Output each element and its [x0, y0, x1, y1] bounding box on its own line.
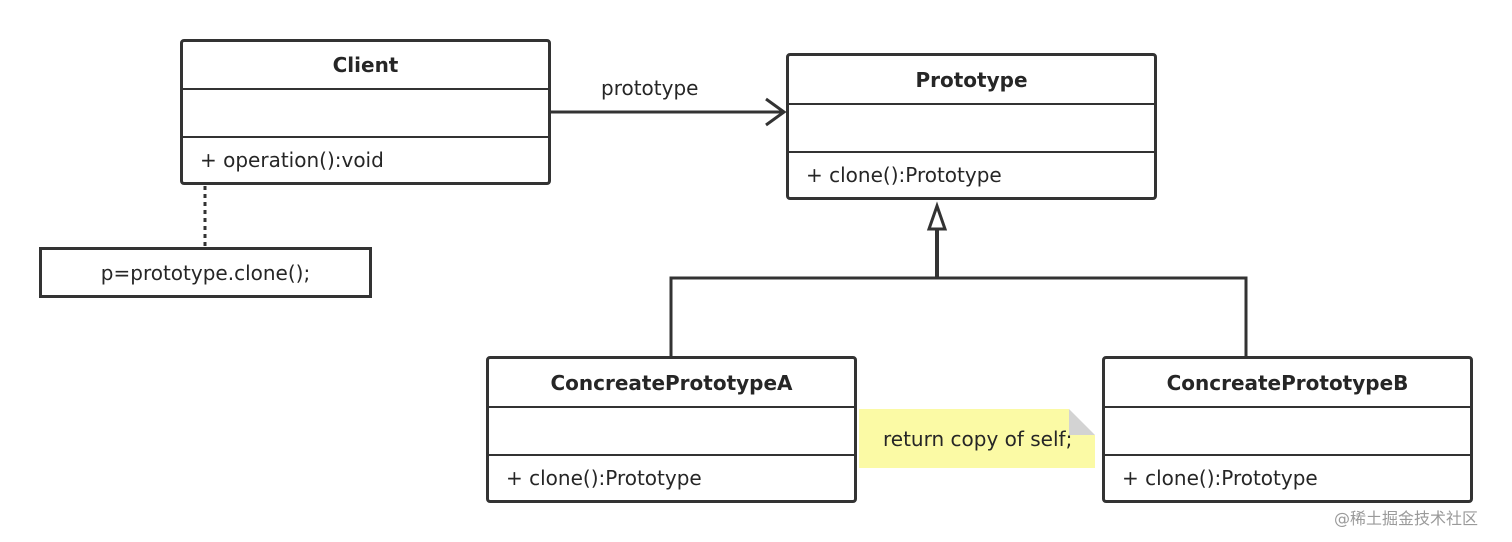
concrete-a-class-name: ConcreatePrototypeA [489, 359, 854, 408]
association-arrowhead [765, 97, 787, 127]
concrete-b-operation: + clone():Prototype [1122, 466, 1318, 490]
sticky-note-text: return copy of self; [883, 426, 1073, 451]
client-code-note: p=prototype.clone(); [39, 247, 372, 298]
client-operation: + operation():void [200, 148, 384, 172]
prototype-class-name: Prototype [789, 56, 1154, 105]
concrete-a-operation: + clone():Prototype [506, 466, 702, 490]
concrete-b-attributes [1105, 408, 1470, 456]
prototype-class[interactable]: Prototype + clone():Prototype [786, 53, 1157, 200]
concrete-prototype-a-class[interactable]: ConcreatePrototypeA + clone():Prototype [486, 356, 857, 503]
client-class[interactable]: Client + operation():void [180, 39, 551, 185]
association-label: prototype [601, 76, 699, 100]
prototype-operation: + clone():Prototype [806, 163, 1002, 187]
concrete-b-class-name: ConcreatePrototypeB [1105, 359, 1470, 408]
client-class-name: Client [183, 42, 548, 90]
sticky-note-fold [1069, 409, 1095, 435]
inheritance-triangle [926, 201, 948, 231]
concrete-prototype-b-class[interactable]: ConcreatePrototypeB + clone():Prototype [1102, 356, 1473, 503]
client-attributes [183, 90, 548, 138]
sticky-note: return copy of self; [859, 409, 1095, 468]
inheritance-branches [669, 276, 1248, 357]
watermark: @稀土掘金技术社区 [1334, 509, 1479, 528]
concrete-a-attributes [489, 408, 854, 456]
prototype-attributes [789, 105, 1154, 153]
